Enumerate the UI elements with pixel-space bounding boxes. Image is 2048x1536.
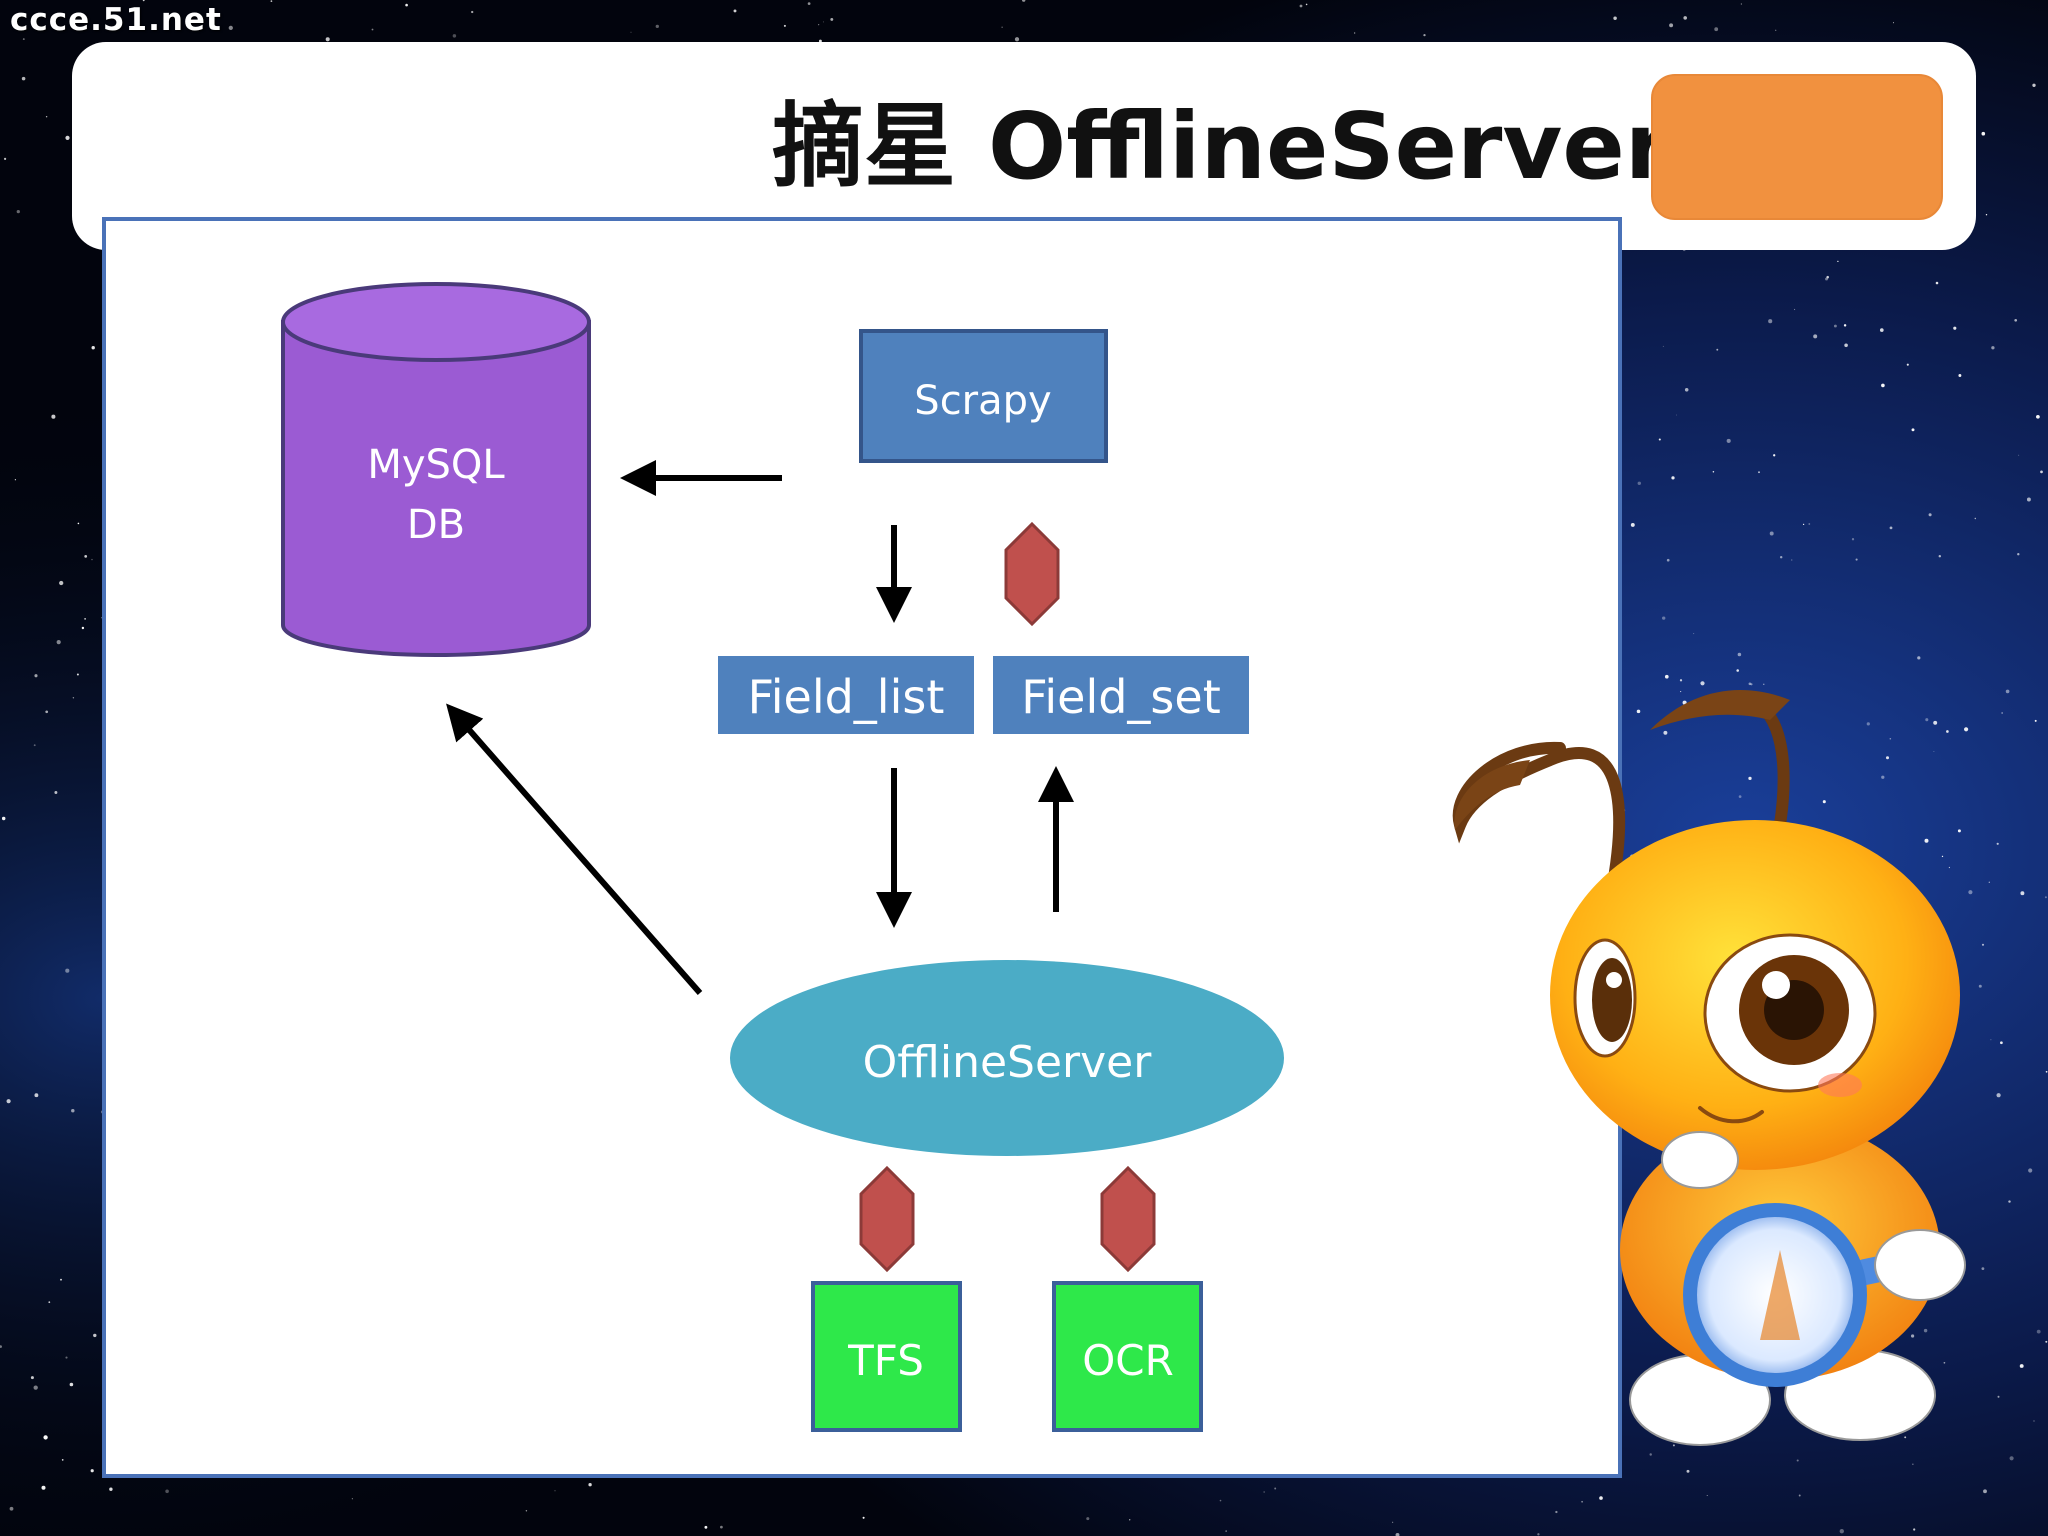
offline-server-label: OfflineServer [863,1037,1153,1088]
slide-title: 摘星 OfflineServer [772,93,1671,200]
scrapy-label: Scrapy [914,378,1051,424]
connector-hexagon-scrapy [1004,521,1060,627]
title-accent-box [1651,74,1943,220]
ocr-node: OCR [1052,1281,1203,1432]
connector-hexagon-ocr [1100,1165,1156,1273]
tfs-node: TFS [811,1281,962,1432]
arrow-server-to-mysql [446,703,703,995]
ocr-label: OCR [1082,1336,1174,1385]
mysql-label-line2: DB [407,502,465,548]
mysql-db-node: MySQL DB [281,282,591,657]
field-list-node: Field_list [718,656,974,734]
connector-hexagon-tfs [859,1165,915,1273]
offline-server-node: OfflineServer [730,960,1284,1156]
mysql-label-line1: MySQL [367,442,505,488]
field-set-label: Field_set [1021,670,1220,724]
scrapy-node: Scrapy [859,329,1108,463]
field-list-label: Field_list [748,670,945,724]
tfs-label: TFS [847,1336,924,1385]
watermark: ccce.51.net [10,2,222,38]
field-set-node: Field_set [993,656,1249,734]
